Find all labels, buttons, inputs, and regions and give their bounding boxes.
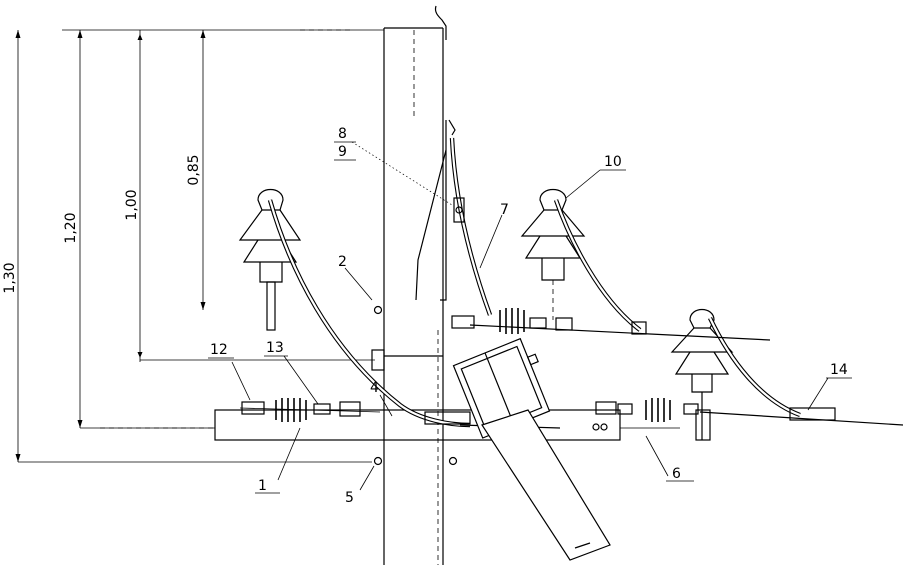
right-insulator-shed-2 bbox=[674, 351, 730, 375]
callout-9: 9 bbox=[338, 144, 347, 160]
dim-label-085: 0,85 bbox=[186, 154, 202, 185]
strain-right-clevis bbox=[683, 403, 699, 415]
strain-upper-clamp bbox=[451, 315, 475, 329]
pole-bolt-right bbox=[448, 456, 458, 466]
strain-upper-link bbox=[529, 317, 547, 329]
upper-insulator-base bbox=[541, 258, 565, 281]
upper-insulator-shed-1 bbox=[520, 209, 586, 237]
cable-upper-right bbox=[553, 199, 642, 332]
terminal-lugs bbox=[424, 407, 836, 425]
right-insulator-base bbox=[691, 374, 713, 393]
fitting-clamp bbox=[453, 197, 465, 223]
support-leg bbox=[481, 409, 611, 561]
callout-7: 7 bbox=[500, 202, 509, 218]
strain-left-discs bbox=[275, 398, 307, 422]
upper-insulator-shed-2 bbox=[524, 235, 582, 259]
callout-6: 6 bbox=[672, 466, 681, 482]
strain-upper-end-clamp bbox=[631, 321, 647, 335]
leader-8-9 bbox=[351, 141, 453, 206]
right-pin-insulator bbox=[670, 308, 734, 441]
leader-10 bbox=[565, 169, 601, 199]
lower-right-conductor bbox=[699, 411, 903, 426]
box-divider bbox=[484, 352, 515, 426]
support-foot bbox=[574, 542, 591, 549]
strain-insulator-left bbox=[241, 398, 361, 422]
leader-4 bbox=[379, 394, 393, 417]
strain-left-link bbox=[313, 403, 331, 415]
fitting-rail bbox=[440, 120, 447, 301]
leader-2 bbox=[344, 267, 373, 301]
crossarm-bolt bbox=[600, 423, 608, 431]
pole-bolt-5 bbox=[373, 456, 383, 466]
callout-13: 13 bbox=[266, 340, 284, 356]
callout-5: 5 bbox=[345, 490, 354, 506]
callout-12: 12 bbox=[210, 342, 228, 358]
dim-label-100: 1,00 bbox=[124, 189, 140, 220]
strain-right-discs bbox=[645, 398, 671, 422]
strain-insulator-upper bbox=[451, 308, 647, 335]
strain-right-link bbox=[617, 403, 633, 415]
leader-6 bbox=[645, 435, 669, 477]
fitting-top-lug bbox=[448, 119, 456, 136]
strain-upper-discs bbox=[499, 308, 525, 334]
leader-7 bbox=[479, 214, 503, 269]
left-insulator-head bbox=[257, 188, 284, 211]
lug-right-14 bbox=[789, 407, 836, 421]
callout-14: 14 bbox=[830, 362, 848, 378]
crossarm-body bbox=[214, 409, 621, 441]
left-insulator-shed-1 bbox=[238, 209, 302, 241]
callout-10: 10 bbox=[604, 154, 622, 170]
strain-left-clevis bbox=[339, 401, 361, 417]
pole-top-hook bbox=[434, 5, 447, 40]
bracket-plate bbox=[371, 349, 385, 371]
tilted-support bbox=[481, 409, 611, 561]
dimension-labels: 1,30 1,20 1,00 0,85 bbox=[2, 154, 202, 293]
callout-8: 8 bbox=[338, 126, 347, 142]
leader-14 bbox=[807, 377, 829, 411]
leader-13 bbox=[283, 355, 319, 405]
upper-insulator-head bbox=[539, 188, 567, 211]
strain-right-clamp bbox=[595, 401, 617, 415]
upper-pin-insulator bbox=[520, 188, 586, 320]
leader-5 bbox=[359, 465, 375, 491]
callout-4: 4 bbox=[370, 380, 379, 396]
callout-labels: 1 2 4 5 6 7 8 9 10 12 13 14 bbox=[210, 126, 848, 506]
box-terminal bbox=[526, 353, 539, 366]
pole-bolt-2 bbox=[373, 305, 383, 315]
leader-12 bbox=[231, 361, 251, 401]
left-insulator-pin bbox=[266, 281, 276, 331]
strain-left-clamp bbox=[241, 401, 265, 415]
dim-label-120: 1,20 bbox=[63, 212, 79, 243]
fitting-bolt bbox=[455, 206, 463, 214]
fitting-brace bbox=[415, 149, 447, 301]
strain-insulator-right bbox=[595, 398, 699, 422]
pole-fitting-8-9 bbox=[415, 119, 465, 301]
right-insulator-head bbox=[689, 308, 715, 329]
right-insulator-clamp bbox=[695, 409, 711, 441]
lower-left-span bbox=[239, 407, 381, 413]
pole bbox=[383, 5, 447, 565]
leader-1 bbox=[277, 427, 301, 481]
upper-conductor bbox=[469, 324, 771, 341]
left-insulator-base bbox=[259, 262, 283, 283]
cable-down-lead bbox=[449, 137, 493, 316]
crossarm-bolt bbox=[592, 423, 600, 431]
lug-center bbox=[424, 411, 471, 425]
dim-label-130: 1,30 bbox=[2, 262, 18, 293]
callout-1: 1 bbox=[258, 478, 267, 494]
callout-2: 2 bbox=[338, 254, 347, 270]
callout-leaders bbox=[208, 141, 852, 494]
cables bbox=[267, 137, 801, 428]
crossarm bbox=[100, 305, 680, 466]
strain-upper-clevis bbox=[555, 317, 573, 331]
dimension-lines bbox=[15, 29, 384, 463]
